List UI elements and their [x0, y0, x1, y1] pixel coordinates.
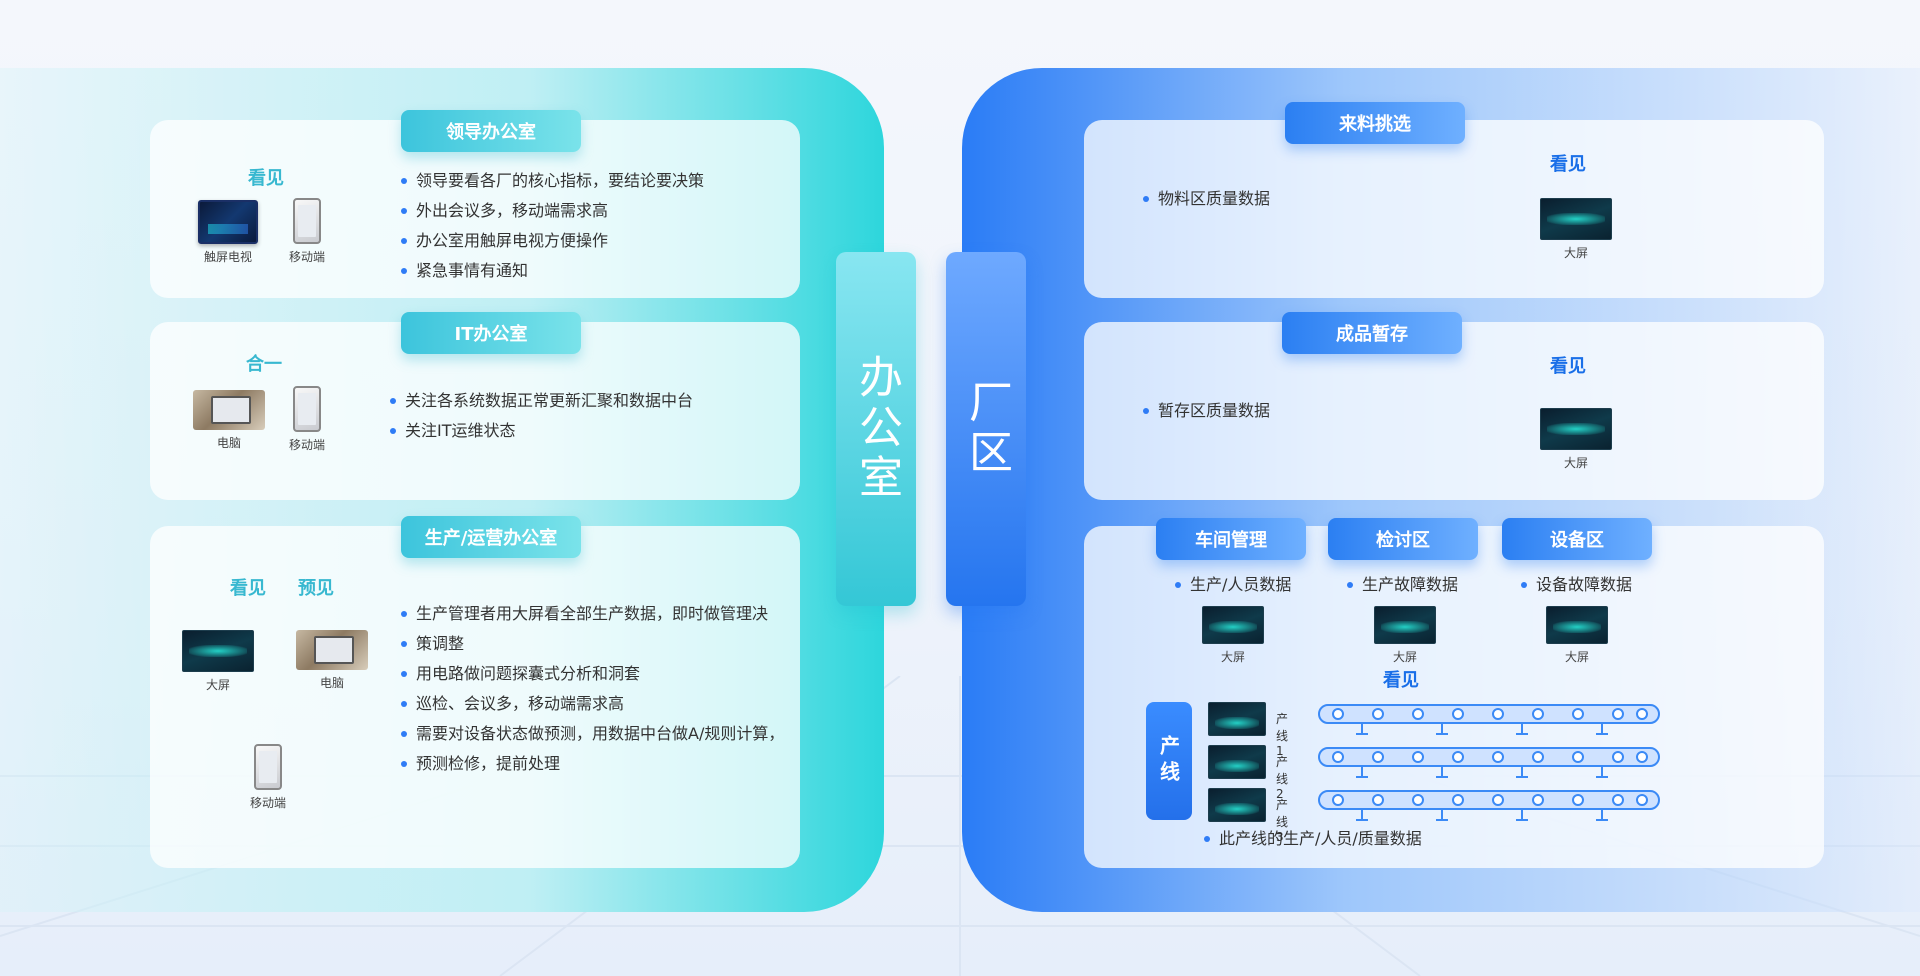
it-items: 关注各系统数据正常更新汇聚和数据中台 关注IT运维状态 — [390, 386, 693, 446]
pc-device: 电脑 — [193, 390, 265, 451]
incoming-see-label: 看见 — [1550, 154, 1586, 175]
pc-image — [193, 390, 265, 430]
conveyor-graphic — [1318, 790, 1660, 821]
pc-image — [296, 630, 368, 670]
office-label: 办公室 — [851, 354, 902, 504]
device-label: 大屏 — [1563, 246, 1588, 260]
leader-office-title: 领导办公室 — [401, 110, 581, 152]
list-item: 办公室用触屏电视方便操作 — [401, 226, 704, 256]
device-label: 大屏 — [1564, 650, 1589, 664]
it-unify-label: 合一 — [246, 354, 282, 375]
mobile-device: 移动端 — [250, 744, 286, 811]
device-label: 大屏 — [1563, 456, 1588, 470]
list-item: 生产/人员数据 — [1175, 570, 1291, 600]
incoming-items: 物料区质量数据 — [1143, 184, 1270, 214]
device-label: 大屏 — [1220, 650, 1245, 664]
incoming-title: 来料挑选 — [1285, 102, 1465, 144]
line-screen-image — [1208, 702, 1266, 736]
list-item-cont: 预测检修，提前处理 — [416, 754, 561, 773]
big-screen-image — [182, 630, 254, 672]
list-item: 此产线的生产/人员/质量数据 — [1204, 824, 1422, 854]
factory-label: 厂区 — [961, 379, 1012, 479]
conveyor-graphic — [1318, 704, 1660, 735]
big-screen-image — [1374, 606, 1436, 644]
device-label: 大屏 — [1392, 650, 1417, 664]
mobile-device: 移动端 — [289, 198, 325, 265]
device-label: 电脑 — [319, 676, 344, 690]
prod-office-title: 生产/运营办公室 — [401, 516, 581, 558]
device-label: 移动端 — [289, 250, 326, 264]
line-name: 产线3 — [1276, 798, 1289, 844]
big-screen-image — [1202, 606, 1264, 644]
area-items-1: 生产故障数据 — [1347, 570, 1458, 600]
device-label: 触屏电视 — [203, 250, 252, 264]
it-office-title: IT办公室 — [401, 312, 581, 354]
mobile-image — [293, 198, 321, 244]
big-screen-device: 大屏 — [1374, 606, 1436, 665]
device-label: 大屏 — [205, 678, 230, 692]
list-item: 生产管理者用大屏看全部生产数据，即时做管理决 — [401, 599, 784, 629]
shop-see-label: 看见 — [1383, 670, 1419, 691]
prod-items: 生产管理者用大屏看全部生产数据，即时做管理决 策调整 用电路做问题探囊式分析和洞… — [401, 599, 784, 779]
area-title-0: 车间管理 — [1156, 518, 1306, 560]
list-item: 用电路做问题探囊式分析和洞套 — [401, 659, 784, 689]
big-screen-device: 大屏 — [182, 630, 254, 693]
mobile-device: 移动端 — [289, 386, 325, 453]
list-item: 关注各系统数据正常更新汇聚和数据中台 — [390, 386, 693, 416]
shop-panel — [1084, 526, 1824, 868]
prod-foresee-label: 预见 — [298, 578, 334, 599]
office-label-tab: 办公室 — [836, 252, 916, 606]
line-name: 产线2 — [1276, 755, 1289, 801]
line-label: 产线 — [1156, 735, 1181, 787]
list-item-cont: 策调整 — [416, 634, 465, 653]
touch-tv-image — [198, 200, 258, 244]
list-item: 巡检、会议多，移动端需求高 — [401, 689, 784, 719]
list-item: 暂存区质量数据 — [1143, 396, 1270, 426]
line-screen-image — [1208, 788, 1266, 822]
big-screen-device: 大屏 — [1202, 606, 1264, 665]
big-screen-image — [1546, 606, 1608, 644]
finished-see-label: 看见 — [1550, 356, 1586, 377]
area-title-2: 设备区 — [1502, 518, 1652, 560]
pc-device: 电脑 — [296, 630, 368, 691]
line-note-list: 此产线的生产/人员/质量数据 — [1204, 824, 1422, 854]
list-item: 外出会议多，移动端需求高 — [401, 196, 704, 226]
device-label: 电脑 — [216, 436, 241, 450]
line-screen-image — [1208, 745, 1266, 779]
list-item: 设备故障数据 — [1521, 570, 1632, 600]
big-screen-device: 大屏 — [1540, 408, 1612, 471]
device-label: 移动端 — [250, 796, 287, 810]
line-label-tab: 产线 — [1146, 702, 1192, 820]
mobile-image — [293, 386, 321, 432]
list-item: 物料区质量数据 — [1143, 184, 1270, 214]
big-screen-image — [1540, 408, 1612, 450]
factory-label-tab: 厂区 — [946, 252, 1026, 606]
list-item: 关注IT运维状态 — [390, 416, 693, 446]
big-screen-image — [1540, 198, 1612, 240]
device-label: 移动端 — [289, 438, 326, 452]
mobile-image — [254, 744, 282, 790]
prod-see-label: 看见 — [230, 578, 266, 599]
list-item: 需要对设备状态做预测，用数据中台做A/规则计算， — [401, 719, 784, 749]
prod-office-panel — [150, 526, 800, 868]
finished-items: 暂存区质量数据 — [1143, 396, 1270, 426]
area-items-0: 生产/人员数据 — [1175, 570, 1291, 600]
line-name: 产线1 — [1276, 712, 1289, 758]
touch-tv-device: 触屏电视 — [198, 200, 258, 265]
list-item: 生产故障数据 — [1347, 570, 1458, 600]
big-screen-device: 大屏 — [1546, 606, 1608, 665]
area-items-2: 设备故障数据 — [1521, 570, 1632, 600]
big-screen-device: 大屏 — [1540, 198, 1612, 261]
area-title-1: 检讨区 — [1328, 518, 1478, 560]
finished-title: 成品暂存 — [1282, 312, 1462, 354]
list-item: 预测检修，提前处理 — [401, 749, 784, 779]
list-item: 紧急事情有通知 — [401, 256, 704, 286]
leader-see-label: 看见 — [248, 168, 284, 189]
conveyor-graphic — [1318, 747, 1660, 778]
leader-items: 领导要看各厂的核心指标，要结论要决策 外出会议多，移动端需求高 办公室用触屏电视… — [401, 166, 704, 286]
incoming-panel — [1084, 120, 1824, 298]
list-item: 策调整 — [401, 629, 784, 659]
list-item: 领导要看各厂的核心指标，要结论要决策 — [401, 166, 704, 196]
